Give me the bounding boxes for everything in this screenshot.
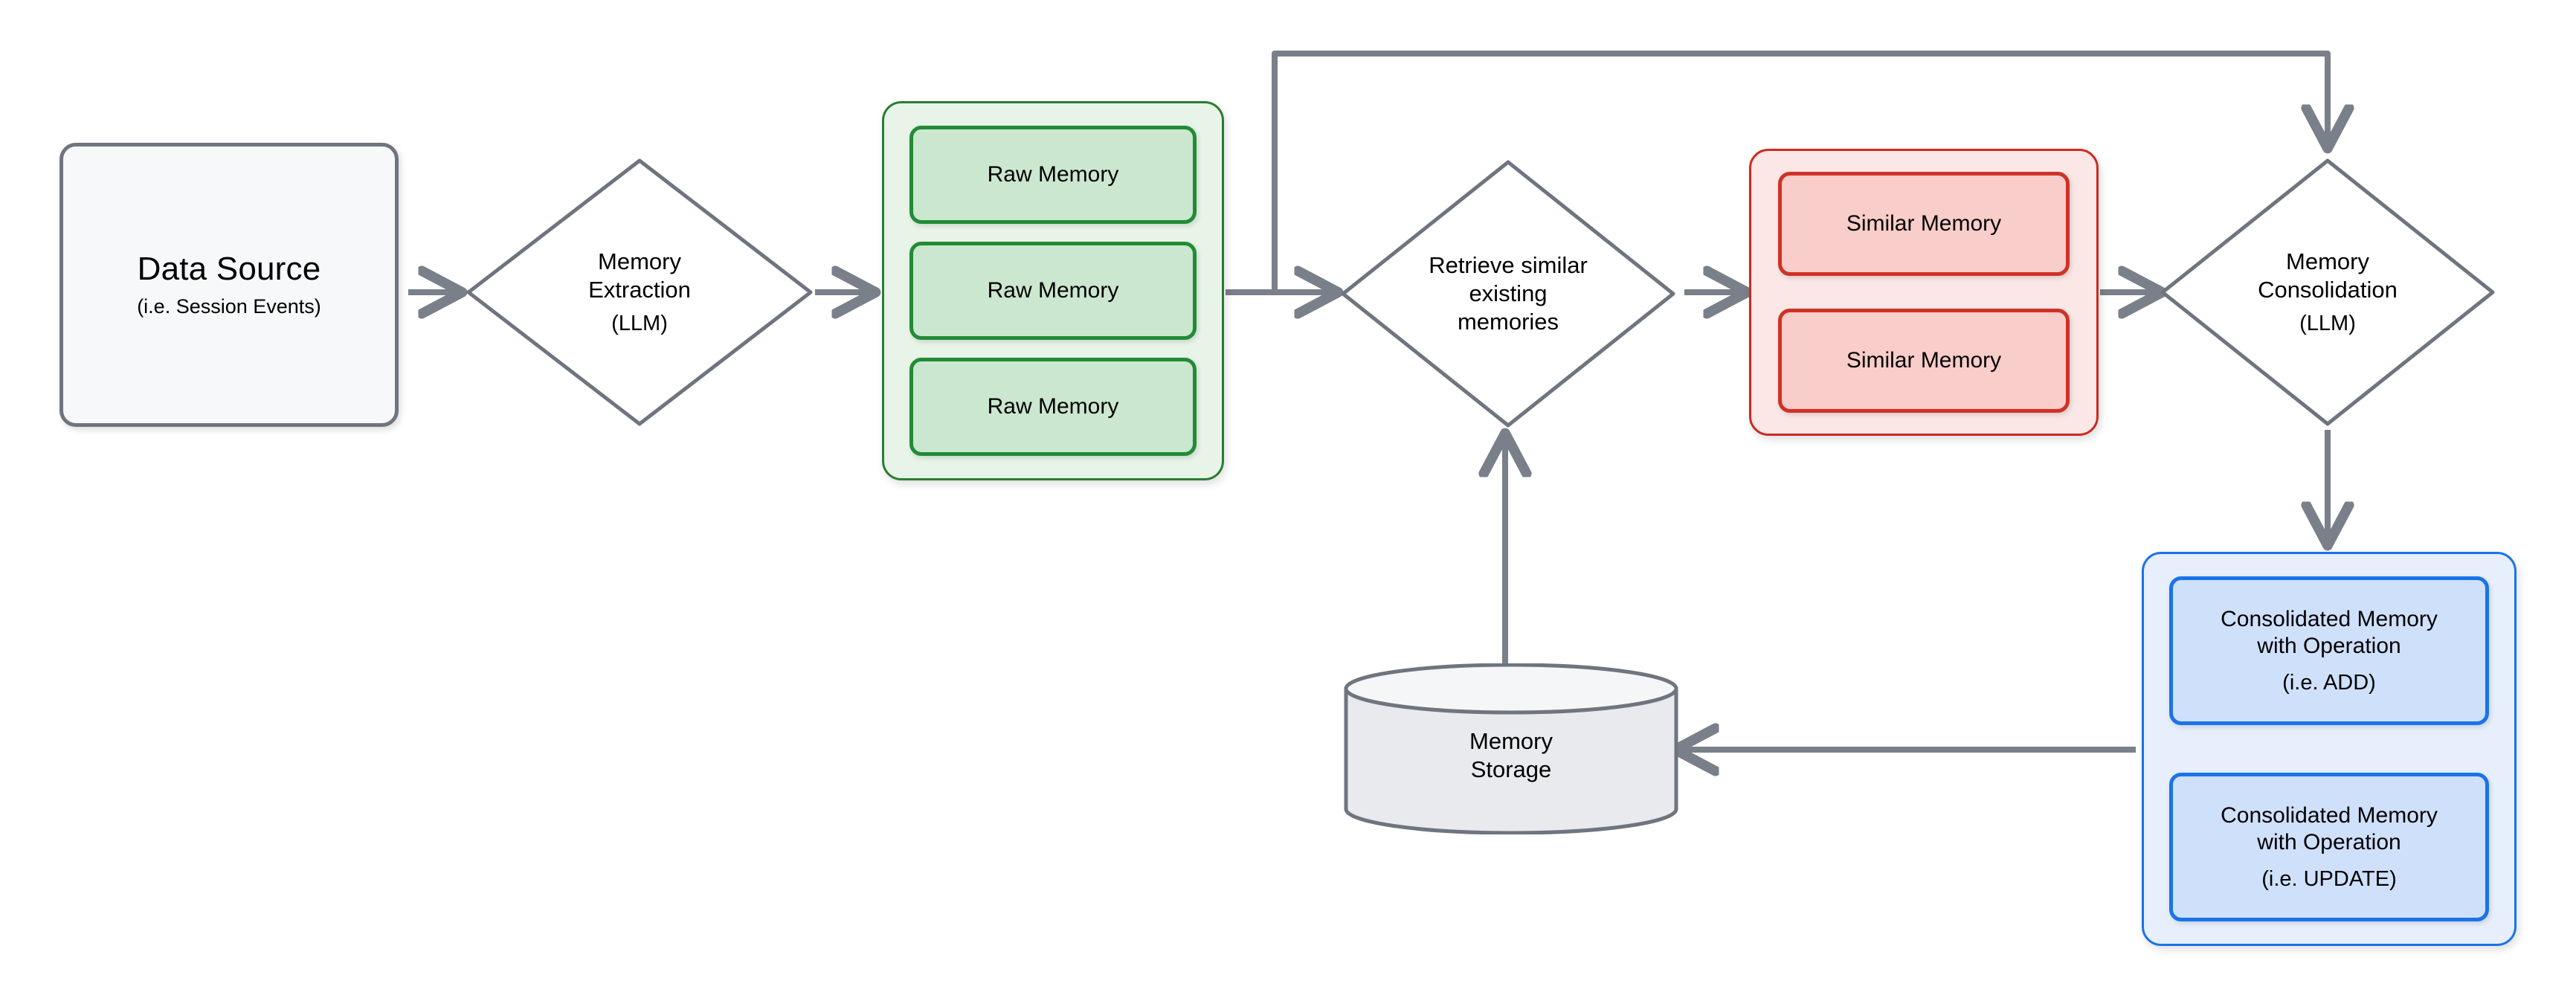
cylinder-shape — [1344, 663, 1678, 835]
group-similar-memory: Similar Memory Similar Memory — [1749, 149, 2099, 436]
diamond-shape — [1341, 160, 1675, 428]
chip-consolidated-add-line1: Consolidated Memory — [2221, 606, 2438, 631]
node-data-source[interactable]: Data Source (i.e. Session Events) — [59, 143, 399, 427]
chip-similar-memory-label: Similar Memory — [1846, 348, 2002, 373]
chip-similar-memory-label: Similar Memory — [1846, 211, 2002, 236]
chip-consolidated-update-line2: with Operation — [2257, 829, 2401, 854]
chip-raw-memory[interactable]: Raw Memory — [909, 126, 1197, 224]
chip-raw-memory[interactable]: Raw Memory — [909, 242, 1197, 340]
group-raw-memory: Raw Memory Raw Memory Raw Memory — [882, 101, 1224, 480]
chip-similar-memory[interactable]: Similar Memory — [1778, 309, 2070, 413]
node-retrieve-similar[interactable]: Retrieve similar existing memories — [1339, 158, 1678, 430]
data-source-title: Data Source — [137, 251, 321, 288]
node-memory-consolidation[interactable]: Memory Consolidation (LLM) — [2158, 156, 2497, 428]
chip-raw-memory-label: Raw Memory — [987, 394, 1119, 419]
chip-similar-memory[interactable]: Similar Memory — [1778, 172, 2070, 276]
chip-raw-memory-label: Raw Memory — [987, 278, 1119, 303]
diamond-shape — [2160, 158, 2495, 426]
diamond-shape — [466, 158, 813, 426]
chip-consolidated-update-line1: Consolidated Memory — [2221, 802, 2438, 828]
chip-consolidated-add-operation: (i.e. ADD) — [2282, 670, 2376, 695]
chip-consolidated-add-line2: with Operation — [2257, 633, 2401, 658]
chip-raw-memory-label: Raw Memory — [987, 162, 1119, 187]
chip-consolidated-update-operation: (i.e. UPDATE) — [2261, 866, 2397, 891]
chip-consolidated-memory-update[interactable]: Consolidated Memory with Operation (i.e.… — [2169, 773, 2489, 921]
data-source-subtitle: (i.e. Session Events) — [137, 295, 321, 318]
node-memory-extraction[interactable]: Memory Extraction (LLM) — [464, 156, 815, 428]
group-consolidated-memory: Consolidated Memory with Operation (i.e.… — [2142, 552, 2517, 946]
node-memory-storage[interactable]: Memory Storage — [1342, 663, 1681, 835]
chip-raw-memory[interactable]: Raw Memory — [909, 358, 1197, 456]
chip-consolidated-memory-add[interactable]: Consolidated Memory with Operation (i.e.… — [2169, 576, 2489, 725]
